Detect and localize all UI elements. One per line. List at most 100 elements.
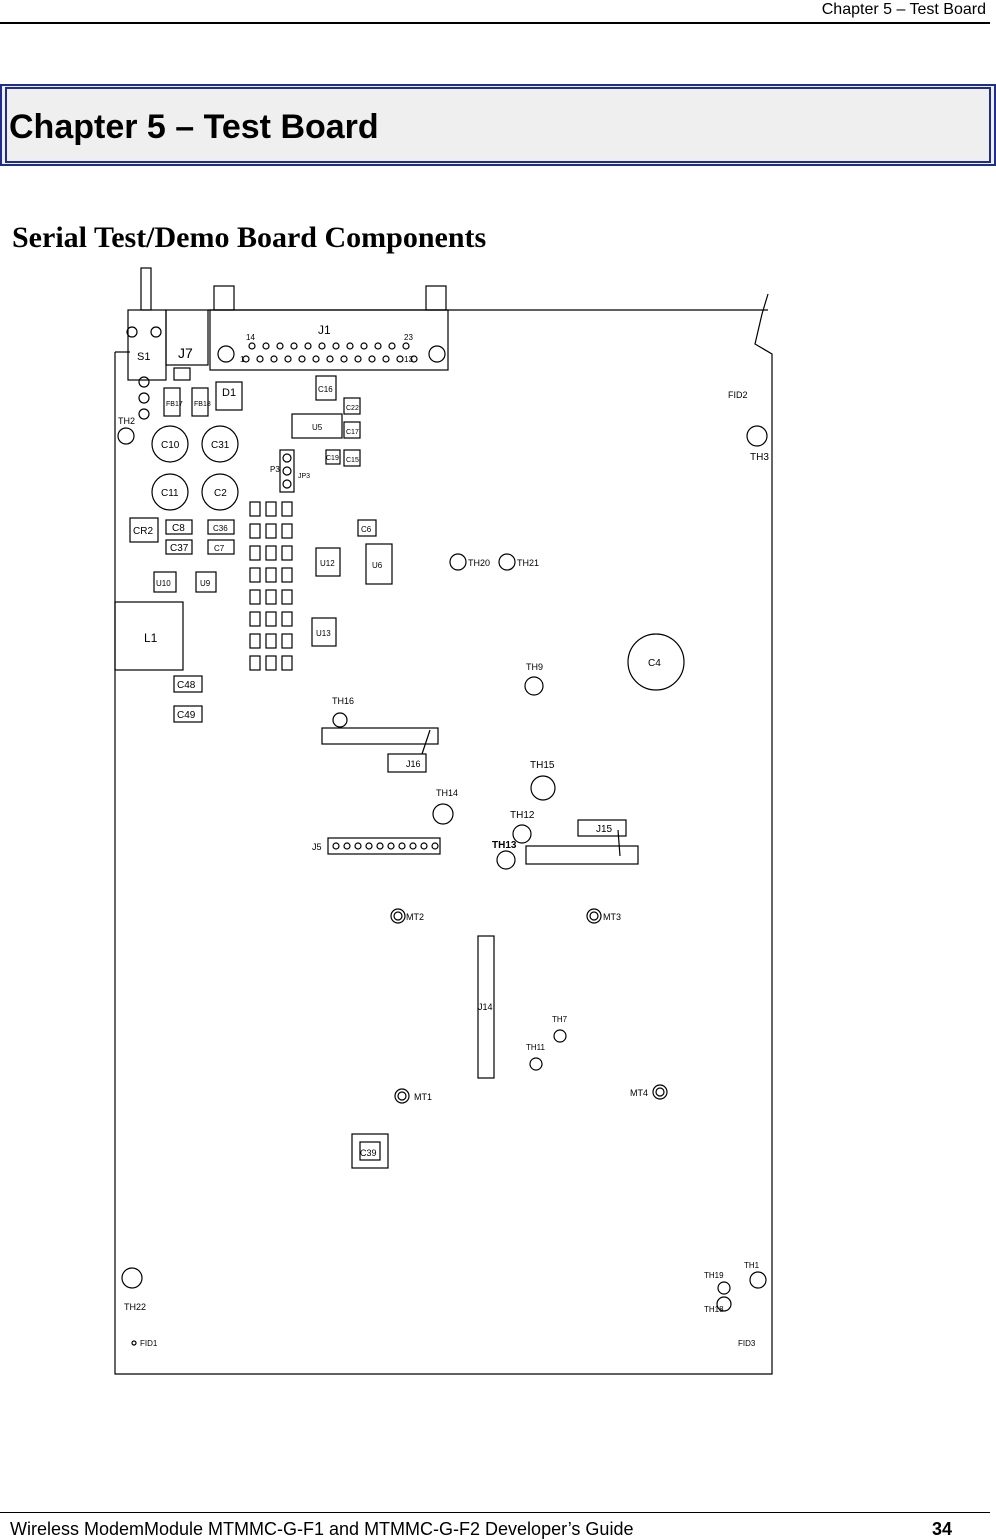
- label-c2: C2: [214, 488, 227, 499]
- diode-d1: [215, 381, 243, 411]
- switch-s1-body: [127, 309, 167, 381]
- label-th1: TH1: [744, 1261, 760, 1270]
- label-pin1: 1: [240, 355, 245, 364]
- label-d1: D1: [222, 387, 236, 399]
- label-th11: TH11: [526, 1043, 546, 1052]
- label-th22: TH22: [124, 1302, 146, 1312]
- label-s1: S1: [137, 351, 150, 363]
- connector-j15: [577, 819, 627, 837]
- connector-j16: [387, 753, 427, 773]
- cr2: [129, 517, 159, 543]
- header-rule: [0, 22, 990, 24]
- label-c19: C19: [326, 455, 339, 462]
- label-th7: TH7: [552, 1015, 568, 1024]
- chapter-heading-box: Chapter 5 – Test Board: [0, 84, 996, 166]
- label-th15: TH15: [530, 760, 555, 771]
- label-u10: U10: [156, 579, 171, 588]
- label-jp3: JP3: [298, 473, 310, 480]
- label-mt2: MT2: [406, 912, 424, 922]
- cap-c11: [151, 473, 189, 511]
- label-p3: P3: [270, 465, 280, 474]
- label-u5: U5: [312, 423, 323, 432]
- label-pin13: 13: [404, 355, 413, 364]
- page-number: 34: [932, 1519, 953, 1539]
- footer-rule: [0, 1512, 990, 1513]
- label-fid1: FID1: [140, 1339, 158, 1348]
- header-strip: [321, 727, 439, 745]
- label-th9: TH9: [526, 662, 543, 672]
- connector-j7: [165, 309, 209, 366]
- label-th21: TH21: [517, 558, 539, 568]
- label-th13: TH13: [492, 840, 517, 851]
- section-title: Serial Test/Demo Board Components: [12, 221, 487, 254]
- label-c36: C36: [213, 524, 228, 533]
- label-c31: C31: [211, 440, 230, 451]
- chip-u9: [195, 571, 217, 593]
- label-fb18: FB18: [194, 401, 211, 408]
- label-c48: C48: [177, 680, 196, 691]
- label-c4: C4: [648, 658, 661, 669]
- running-header: Chapter 5 – Test Board: [821, 1, 986, 18]
- cap-c31: [201, 425, 239, 463]
- chip-u10: [153, 571, 177, 593]
- label-c6: C6: [361, 525, 372, 534]
- chip-u6: [365, 543, 393, 585]
- label-u12: U12: [320, 559, 335, 568]
- footer-guide-title: Wireless ModemModule MTMMC-G-F1 and MTMM…: [10, 1519, 634, 1539]
- label-c17: C17: [346, 429, 359, 436]
- label-c49: C49: [177, 710, 196, 721]
- label-j14: J14: [478, 1002, 493, 1012]
- label-j7: J7: [178, 345, 193, 361]
- cap-c2: [201, 473, 239, 511]
- chip-u13: [311, 617, 337, 647]
- label-th18: TH18: [704, 1305, 724, 1314]
- label-c11: C11: [161, 488, 179, 499]
- label-c10: C10: [161, 440, 180, 451]
- label-c22: C22: [346, 405, 359, 412]
- label-l1: L1: [144, 631, 158, 645]
- label-th2: TH2: [118, 416, 135, 426]
- label-j15: J15: [596, 824, 613, 835]
- label-u13: U13: [316, 629, 331, 638]
- label-j5: J5: [312, 842, 322, 852]
- label-j16: J16: [406, 759, 421, 769]
- label-th16: TH16: [332, 696, 354, 706]
- board-outline: [114, 293, 773, 1375]
- label-th12: TH12: [510, 810, 535, 821]
- chip-u5: [291, 413, 343, 439]
- label-th20: TH20: [468, 558, 490, 568]
- label-cr2: CR2: [133, 526, 153, 537]
- connector-j1: [209, 309, 449, 371]
- chip-u12: [315, 547, 341, 577]
- label-u9: U9: [200, 579, 211, 588]
- label-c7: C7: [214, 544, 225, 553]
- label-c16: C16: [318, 385, 333, 394]
- inductor-l1: [114, 601, 184, 671]
- label-mt1: MT1: [414, 1092, 432, 1102]
- cap-c4: [627, 633, 685, 691]
- label-th3: TH3: [750, 452, 769, 463]
- connector-j5: [327, 837, 441, 855]
- label-c39: C39: [360, 1148, 377, 1158]
- label-pin14: 14: [246, 333, 255, 342]
- label-j1: J1: [318, 323, 331, 337]
- label-fid3: FID3: [738, 1339, 756, 1348]
- label-c8: C8: [172, 523, 185, 534]
- label-mt3: MT3: [603, 912, 621, 922]
- chapter-title: Chapter 5 – Test Board: [9, 108, 379, 146]
- cap-c39: [351, 1133, 389, 1169]
- label-pin23: 23: [404, 333, 413, 342]
- label-u6: U6: [372, 561, 383, 570]
- connector-j14: [477, 935, 495, 1079]
- label-c15: C15: [346, 457, 359, 464]
- label-c37: C37: [170, 543, 189, 554]
- label-fb17: FB17: [166, 401, 183, 408]
- label-fid2: FID2: [728, 390, 748, 400]
- label-mt4: MT4: [630, 1088, 648, 1098]
- label-th14: TH14: [436, 788, 458, 798]
- board-drawing: S1 J7 J1 14 23 1 13 D1 FB17 FB18 TH2 FID…: [114, 267, 773, 1375]
- cap-c10: [151, 425, 189, 463]
- label-th19: TH19: [704, 1271, 724, 1280]
- board-diagram: S1 J7 J1 14 23 1 13 D1 FB17 FB18 TH2 FID…: [100, 264, 790, 1384]
- jumper-p3: [279, 449, 295, 493]
